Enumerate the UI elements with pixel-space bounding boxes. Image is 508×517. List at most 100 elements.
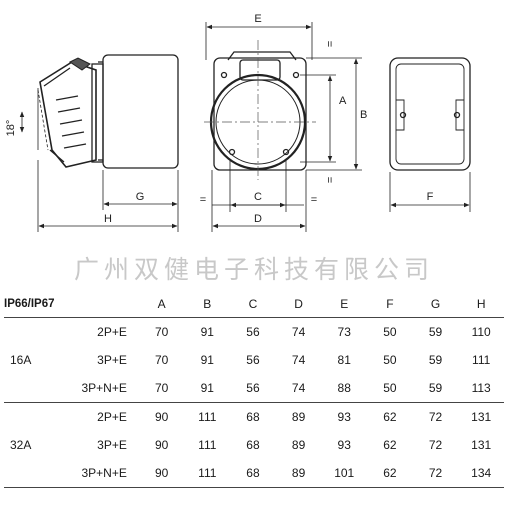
value-cell: 68	[230, 459, 276, 488]
value-cell: 50	[367, 374, 413, 403]
value-cell: 91	[200, 325, 214, 339]
value-cell: 62	[367, 459, 413, 488]
value-cell: 72	[412, 459, 459, 488]
value-cell: 56	[246, 325, 260, 339]
value-cell: 93	[337, 410, 351, 424]
amp-rating-cell	[4, 403, 64, 432]
front-view	[209, 51, 307, 171]
value-cell: 62	[383, 438, 397, 452]
dim-label-a: A	[339, 95, 347, 107]
config-cell: 2P+E	[97, 325, 127, 339]
dimension-table: IP66/IP67 A B C D E F G H 2P+E 70 91 56 …	[4, 291, 504, 488]
table-row: 3P+N+E 70 91 56 74 88 50 59 113	[4, 374, 504, 403]
value-cell: 74	[291, 325, 306, 339]
side-view	[19, 54, 179, 169]
value-cell: 89	[291, 410, 306, 424]
value-cell: 89	[275, 459, 322, 488]
table-row: 2P+E 90 111 68 89 93 62 72 131	[4, 403, 504, 432]
amp-rating-cell: 16A	[10, 353, 32, 367]
dim-line-g	[102, 170, 179, 232]
config-cell: 2P+E	[97, 410, 127, 424]
dim-label-b: B	[360, 109, 367, 121]
table-row: 3P+N+E 90 111 68 89 101 62 72 134	[4, 459, 504, 488]
dim-line-d	[211, 170, 307, 232]
value-cell: 56	[246, 353, 260, 367]
value-cell: 74	[275, 374, 322, 403]
table-header-f: F	[367, 291, 413, 318]
value-cell: 59	[428, 353, 443, 367]
table-row: 2P+E 70 91 56 74 73 50 59 110	[4, 318, 504, 347]
dim-label-c: C	[254, 191, 262, 203]
value-cell: 90	[154, 438, 169, 452]
value-cell: 74	[291, 353, 306, 367]
config-cell: 3P+N+E	[64, 459, 139, 488]
table-header-protection: IP66/IP67	[4, 291, 65, 318]
table-header-g: G	[412, 291, 459, 318]
dim-label-g: G	[136, 191, 145, 203]
table-row: 16A 3P+E 70 91 56 74 81 50 59 111	[4, 346, 504, 374]
value-cell: 68	[246, 410, 260, 424]
value-cell: 68	[246, 438, 260, 452]
value-cell: 134	[458, 459, 504, 488]
dim-line-e	[205, 22, 313, 60]
value-cell: 111	[198, 410, 217, 424]
equal-mark-c-right: =	[311, 194, 317, 206]
value-cell: 89	[291, 438, 306, 452]
table-header-b: B	[184, 291, 231, 318]
value-cell: 90	[138, 459, 185, 488]
technical-drawing: 18° G H E C = =	[5, 13, 471, 232]
value-cell: 59	[412, 374, 459, 403]
value-cell: 59	[428, 325, 443, 339]
value-cell: 81	[337, 353, 351, 367]
value-cell: 111	[184, 459, 231, 488]
dim-label-h: H	[104, 213, 112, 225]
value-cell: 91	[184, 374, 231, 403]
value-cell: 131	[471, 410, 492, 424]
angle-label: 18°	[5, 120, 17, 137]
dim-line-c	[212, 160, 304, 212]
config-cell: 3P+E	[97, 353, 127, 367]
table-header-d: D	[275, 291, 322, 318]
value-cell: 113	[458, 374, 504, 403]
value-cell: 101	[321, 459, 368, 488]
table-header-row: IP66/IP67 A B C D E F G H	[4, 291, 504, 318]
value-cell: 88	[321, 374, 368, 403]
dim-line-h	[37, 160, 178, 232]
value-cell: 90	[154, 410, 169, 424]
value-cell: 72	[428, 410, 443, 424]
value-cell: 50	[383, 353, 397, 367]
value-cell: 72	[428, 438, 443, 452]
table-header-e: E	[321, 291, 368, 318]
value-cell: 56	[230, 374, 276, 403]
back-view	[389, 57, 471, 171]
equal-mark-a-bottom: =	[323, 177, 335, 183]
dim-line-a	[300, 74, 336, 163]
dim-line-b	[306, 57, 362, 171]
table-header-a: A	[138, 291, 185, 318]
value-cell: 93	[337, 438, 351, 452]
value-cell: 131	[471, 438, 492, 452]
amp-rating-cell	[4, 374, 65, 403]
value-cell: 111	[472, 353, 491, 367]
amp-rating-cell	[4, 318, 64, 347]
value-cell: 91	[200, 353, 214, 367]
value-cell: 111	[198, 438, 217, 452]
dim-label-e: E	[254, 13, 261, 25]
equal-mark-c-left: =	[200, 194, 206, 206]
value-cell: 70	[154, 325, 169, 339]
dim-label-f: F	[427, 191, 434, 203]
table-row: 32A 3P+E 90 111 68 89 93 62 72 131	[4, 431, 504, 459]
table-header-cell	[64, 291, 139, 318]
value-cell: 110	[471, 325, 491, 339]
table-header-c: C	[230, 291, 276, 318]
config-cell: 3P+E	[97, 438, 127, 452]
dim-label-d: D	[254, 213, 262, 225]
amp-rating-cell: 32A	[10, 438, 32, 452]
amp-rating-cell	[4, 459, 65, 488]
value-cell: 70	[138, 374, 185, 403]
value-cell: 73	[337, 325, 351, 339]
value-cell: 70	[154, 353, 169, 367]
company-watermark: 广州双健电子科技有限公司	[73, 255, 434, 284]
config-cell: 3P+N+E	[64, 374, 139, 403]
table-header-h: H	[458, 291, 504, 318]
